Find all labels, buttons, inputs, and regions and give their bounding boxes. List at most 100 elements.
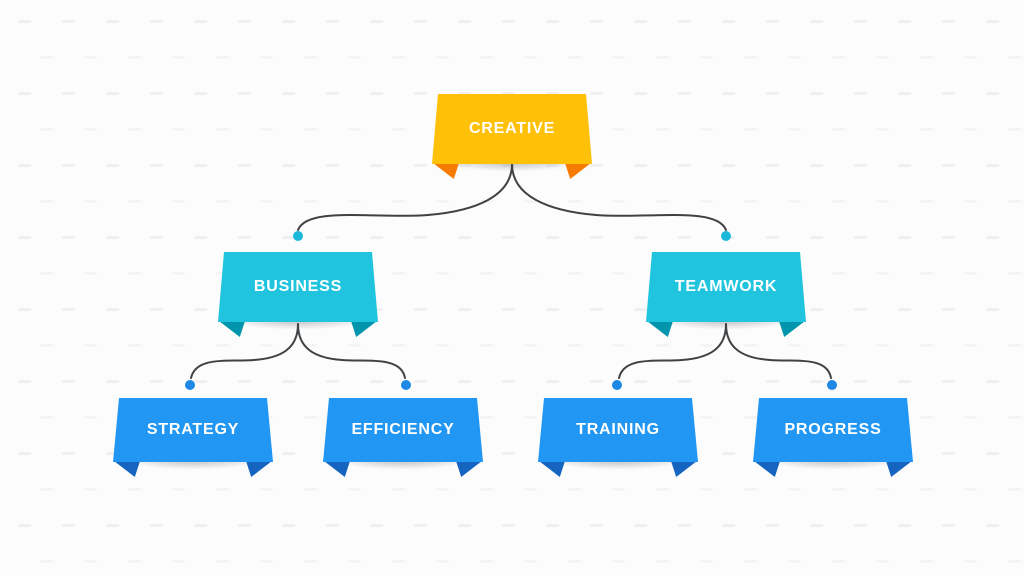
watermark-mark <box>678 380 691 383</box>
watermark-mark <box>546 236 559 239</box>
watermark-mark <box>128 200 141 203</box>
watermark-mark <box>744 416 757 419</box>
watermark-mark <box>282 236 295 239</box>
watermark-mark <box>568 560 581 563</box>
watermark-mark <box>18 20 31 23</box>
watermark-mark <box>18 236 31 239</box>
watermark-mark <box>568 200 581 203</box>
watermark-mark <box>876 488 889 491</box>
watermark-mark <box>348 56 361 59</box>
watermark-mark <box>194 164 207 167</box>
watermark-mark <box>172 56 185 59</box>
watermark-mark <box>436 560 449 563</box>
watermark-mark <box>942 308 955 311</box>
watermark-mark <box>568 344 581 347</box>
watermark-mark <box>788 560 801 563</box>
watermark-mark <box>678 92 691 95</box>
watermark-mark <box>304 488 317 491</box>
watermark-mark <box>832 200 845 203</box>
watermark-mark <box>1008 416 1021 419</box>
connector-creative-business <box>297 163 513 231</box>
watermark-mark <box>612 560 625 563</box>
watermark-mark <box>128 128 141 131</box>
watermark-mark <box>348 128 361 131</box>
watermark-mark <box>854 308 867 311</box>
watermark-mark <box>524 344 537 347</box>
watermark-mark <box>656 200 669 203</box>
watermark-mark <box>656 128 669 131</box>
watermark-mark <box>414 380 427 383</box>
node-label: BUSINESS <box>253 278 343 295</box>
watermark-mark <box>986 236 999 239</box>
connector-dot <box>185 380 195 390</box>
watermark-mark <box>348 200 361 203</box>
watermark-mark <box>84 488 97 491</box>
node-label: TRAINING <box>576 421 660 438</box>
watermark-mark <box>502 380 515 383</box>
watermark-mark <box>986 164 999 167</box>
watermark-mark <box>480 344 493 347</box>
watermark-mark <box>634 164 647 167</box>
watermark-mark <box>854 92 867 95</box>
watermark-mark <box>964 200 977 203</box>
banner-face: STRATEGY <box>113 398 273 462</box>
watermark-mark <box>436 200 449 203</box>
watermark-mark <box>106 452 119 455</box>
connector-teamwork-progress <box>725 323 832 379</box>
watermark-mark <box>700 344 713 347</box>
node-training: TRAINING <box>538 398 698 477</box>
watermark-mark <box>106 20 119 23</box>
watermark-mark <box>788 488 801 491</box>
watermark-mark <box>810 92 823 95</box>
watermark-mark <box>788 200 801 203</box>
watermark-mark <box>348 560 361 563</box>
watermark-mark <box>920 56 933 59</box>
watermark-mark <box>458 20 471 23</box>
watermark-mark <box>524 56 537 59</box>
watermark-mark <box>898 164 911 167</box>
watermark-mark <box>788 56 801 59</box>
watermark-mark <box>766 524 779 527</box>
node-strategy: STRATEGY <box>113 398 273 477</box>
watermark-mark <box>678 20 691 23</box>
watermark-mark <box>832 488 845 491</box>
watermark-mark <box>502 236 515 239</box>
watermark-mark <box>898 92 911 95</box>
watermark-mark <box>524 272 537 275</box>
node-label: CREATIVE <box>468 120 556 137</box>
watermark-mark <box>524 488 537 491</box>
watermark-mark <box>392 128 405 131</box>
watermark-mark <box>282 452 295 455</box>
watermark-mark <box>964 416 977 419</box>
watermark-mark <box>392 560 405 563</box>
connector-dot <box>721 231 731 241</box>
watermark-mark <box>18 164 31 167</box>
watermark-mark <box>744 344 757 347</box>
watermark-mark <box>1008 344 1021 347</box>
watermark-mark <box>40 560 53 563</box>
watermark-mark <box>150 20 163 23</box>
watermark-mark <box>920 560 933 563</box>
watermark-mark <box>722 92 735 95</box>
watermark-mark <box>128 560 141 563</box>
node-progress: PROGRESS <box>753 398 913 477</box>
watermark-mark <box>524 560 537 563</box>
watermark-mark <box>810 380 823 383</box>
watermark-mark <box>62 452 75 455</box>
watermark-mark <box>40 56 53 59</box>
node-label: PROGRESS <box>784 421 882 438</box>
watermark-mark <box>656 488 669 491</box>
watermark-mark <box>810 20 823 23</box>
connector-business-strategy <box>190 323 299 379</box>
watermark-mark <box>480 272 493 275</box>
watermark-mark <box>106 308 119 311</box>
watermark-mark <box>150 236 163 239</box>
watermark-mark <box>1008 488 1021 491</box>
watermark-mark <box>194 308 207 311</box>
watermark-mark <box>260 200 273 203</box>
node-label: EFFICIENCY <box>351 421 455 438</box>
watermark-mark <box>898 524 911 527</box>
watermark-mark <box>150 380 163 383</box>
watermark-mark <box>62 524 75 527</box>
watermark-mark <box>84 200 97 203</box>
